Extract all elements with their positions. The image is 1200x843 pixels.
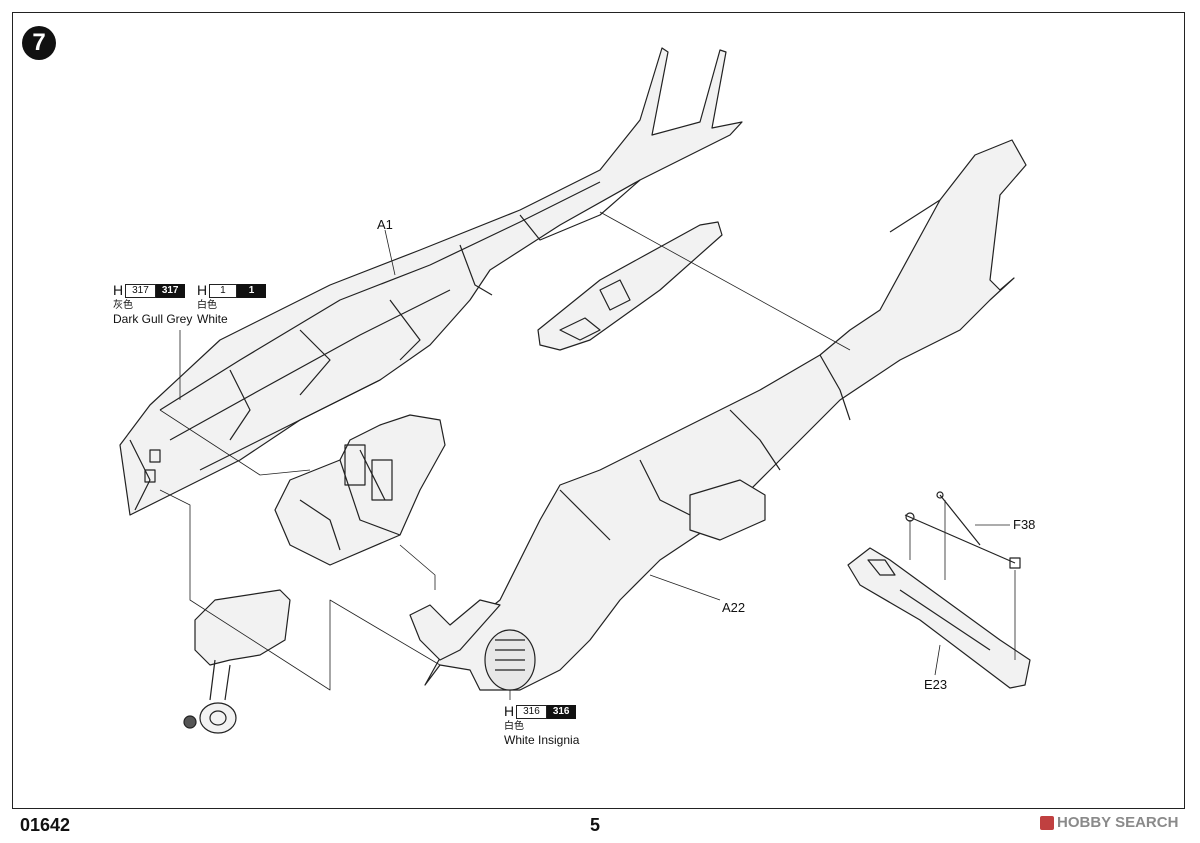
tray-e23-drawing <box>847 547 1031 689</box>
cockpit-tub-drawing <box>274 414 446 566</box>
paint-name-english: White <box>197 312 228 326</box>
watermark: HOBBY SEARCH <box>1040 814 1178 831</box>
paint-code-box: 1 <box>209 283 237 298</box>
paint-callout-dark-gull-grey: H 317 317 灰色 Dark Gull Grey <box>113 282 192 327</box>
paint-brand-letter: H <box>504 703 515 719</box>
product-code: 01642 <box>20 815 71 835</box>
paint-code-box-filled: 316 <box>546 704 576 719</box>
paint-callout-white-insignia: H 316 316 白色 White Insignia <box>504 703 579 748</box>
paint-code-box: 316 <box>516 704 547 719</box>
paint-name-english: White Insignia <box>504 733 580 747</box>
rod-f38-drawing <box>904 491 1021 569</box>
paint-code-box-filled: 317 <box>155 283 185 298</box>
page-frame <box>12 12 1185 809</box>
page-number: 5 <box>590 815 601 835</box>
part-label-a1: A1 <box>377 217 393 232</box>
landing-gear-drawing <box>183 589 291 734</box>
part-label-e23: E23 <box>924 677 948 692</box>
paint-brand-letter: H <box>113 282 124 298</box>
paint-name-english: Dark Gull Grey <box>113 312 193 326</box>
panel-part-upper-drawing <box>537 221 723 351</box>
plus-sign: + <box>176 281 186 298</box>
hobby-search-logo-icon <box>1040 815 1054 830</box>
watermark-text: HOBBY SEARCH <box>1057 814 1179 831</box>
part-label-f38: F38 <box>1013 517 1036 532</box>
paint-callout-white: H 1 1 白色 White <box>197 282 267 327</box>
paint-name-chinese: 白色 <box>504 720 524 732</box>
step-number-badge: 7 <box>22 26 56 60</box>
fuselage-half-a1-drawing <box>119 47 743 516</box>
paint-code-box-filled: 1 <box>236 283 267 298</box>
paint-code-box: 317 <box>125 283 156 298</box>
part-label-a22: A22 <box>722 600 746 615</box>
paint-brand-letter: H <box>197 282 208 298</box>
paint-name-chinese: 白色 <box>197 299 217 311</box>
paint-name-chinese: 灰色 <box>113 299 133 311</box>
leader-lines <box>159 211 1016 700</box>
